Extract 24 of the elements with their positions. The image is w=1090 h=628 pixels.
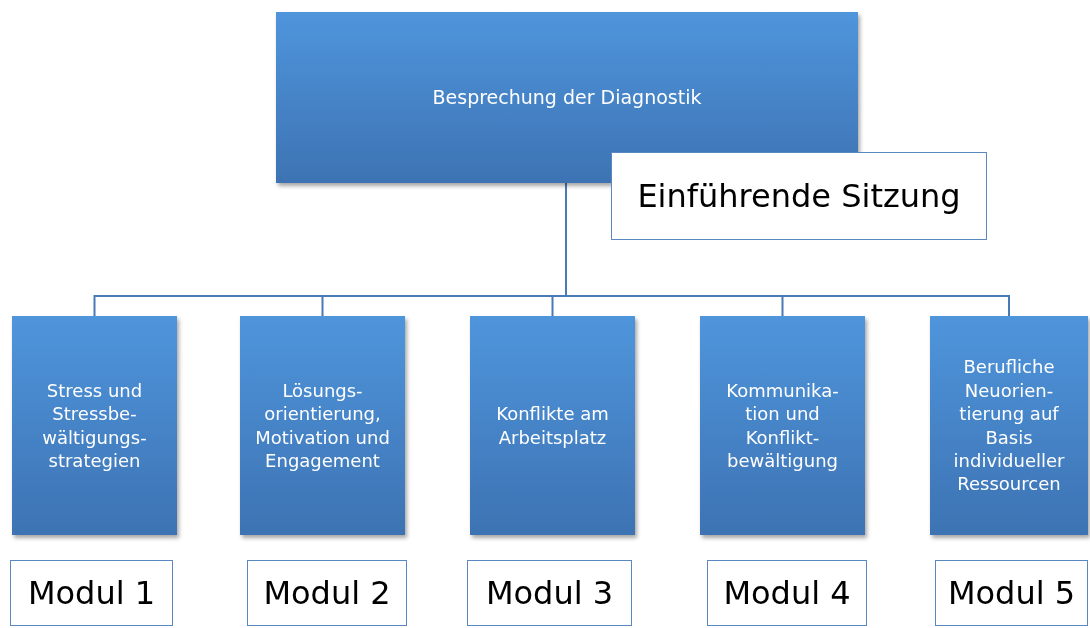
module-box <box>12 316 177 535</box>
process-box <box>276 12 858 183</box>
box-label: Modul 3 <box>485 574 614 612</box>
label-box <box>247 560 407 626</box>
module-label: Berufliche Neuorien- tierung auf Basis individueller Ressourcen <box>952 355 1066 496</box>
module-label: Konflikte am Arbeitsplatz <box>495 402 610 449</box>
module-box <box>470 316 635 535</box>
box-label: Einführende Sitzung <box>637 177 961 215</box>
box-label: Modul 2 <box>263 574 391 612</box>
label-box <box>10 560 173 626</box>
module-box <box>930 316 1088 535</box>
module-label: Stress und Stressbe- wältigungs- strategien <box>41 378 148 473</box>
module-box <box>700 316 865 535</box>
box-label: Modul 5 <box>947 574 1076 612</box>
module-label: Lösungs- orientierung, Motivation und Engagement <box>254 378 391 473</box>
module-label: Kommunika- tion und Konflikt- bewältigung <box>725 378 840 473</box>
label-box <box>935 560 1088 626</box>
box-label: Modul 4 <box>723 574 851 612</box>
label-box <box>707 560 867 626</box>
label-box <box>467 560 632 626</box>
box-label: Modul 1 <box>27 574 156 612</box>
label-box <box>611 152 987 240</box>
box-label: Besprechung der Diagnostik <box>432 85 702 110</box>
module-box <box>240 316 405 535</box>
